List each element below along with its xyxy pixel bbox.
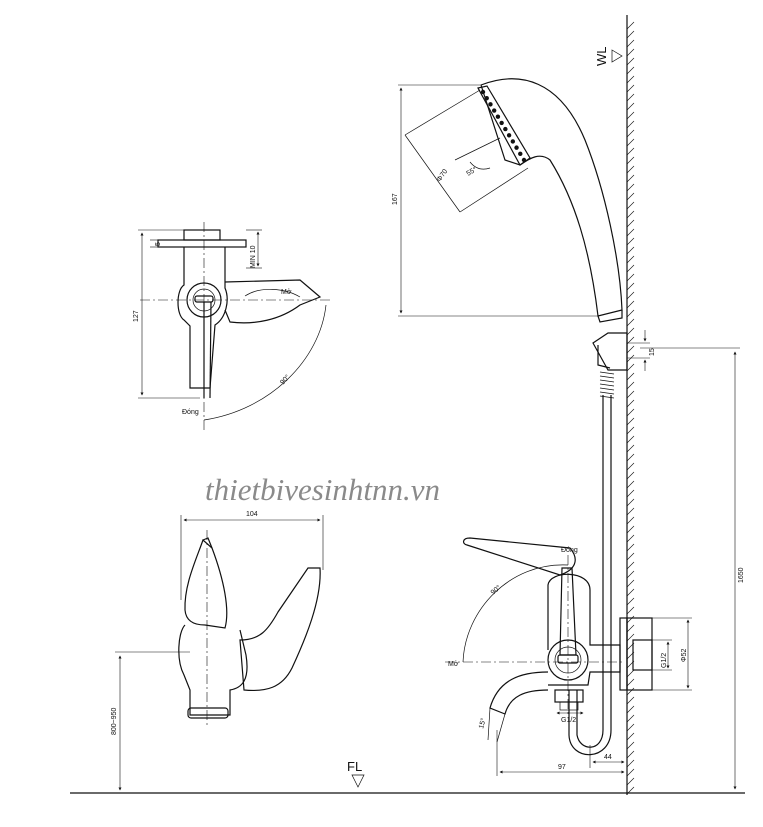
wall-level-label: WL: [594, 47, 609, 67]
wall-level-marker: WL: [594, 47, 623, 67]
riser-dimension: 1650: [640, 347, 745, 790]
riser-height-label: 1650: [738, 567, 745, 583]
side-width-label: 104: [246, 511, 258, 518]
shower-head: Φ70 55° 167: [392, 78, 623, 323]
top-angle-label: 90°: [279, 373, 292, 386]
thread-bottom-label: G1/2: [561, 717, 576, 724]
shower-hose: [568, 371, 615, 756]
floor-level-marker: FL: [347, 759, 365, 788]
floor-level-label: FL: [347, 759, 362, 774]
front-open-label: Mở: [448, 660, 459, 668]
dim-97-label: 97: [558, 764, 566, 771]
dim-44-label: 44: [604, 754, 612, 761]
top-thickness-label: 5: [155, 242, 162, 246]
front-angle-label: 90°: [489, 583, 502, 596]
top-min-label: MIN 10: [250, 245, 257, 268]
flange-dim-label: Φ52: [681, 649, 688, 662]
wall: [626, 15, 635, 795]
holder-dim-label: 15: [649, 348, 656, 356]
shower-holder: 15: [592, 330, 656, 371]
top-height-label: 127: [133, 310, 140, 322]
top-close-label: Đóng: [182, 409, 199, 416]
shower-diameter-label: Φ70: [436, 168, 449, 183]
spout-angle-label: 15°: [477, 717, 488, 729]
top-open-label: Mở: [281, 288, 292, 296]
front-close-label: Đóng: [561, 547, 578, 554]
side-view-mixer: 104 800~950: [111, 511, 324, 791]
watermark-text: thietbivesinhtnn.vn: [205, 472, 440, 507]
front-view-mixer: 90° Đóng Mở G1/2 Φ52 G1/2 15° 97 44: [445, 537, 692, 776]
top-view-mixer: 90° Mở Đóng 127 5 MIN 10: [133, 222, 330, 430]
side-height-label: 800~950: [111, 707, 118, 735]
thread-top-label: G1/2: [661, 653, 668, 668]
shower-height-label: 167: [392, 193, 399, 205]
